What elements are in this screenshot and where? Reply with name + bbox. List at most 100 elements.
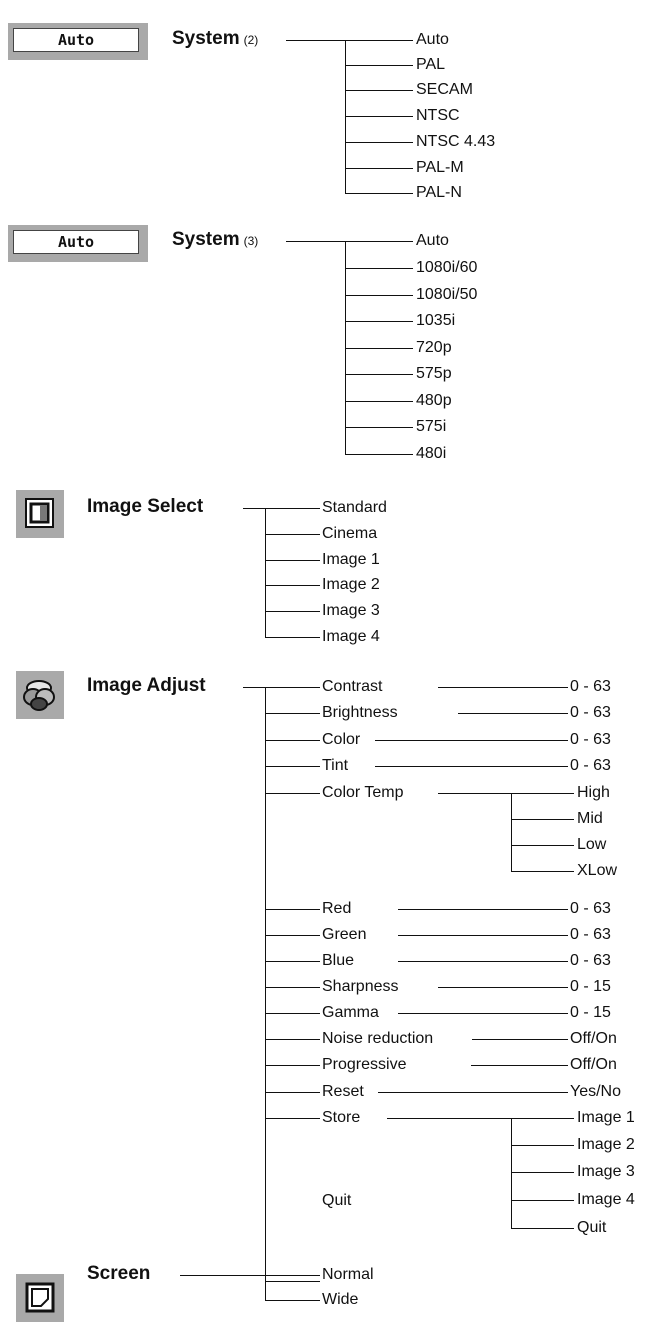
adjust-item-label: Gamma (322, 1004, 379, 1021)
connector (387, 1118, 511, 1119)
connector (265, 766, 320, 767)
store-option: Image 3 (577, 1163, 635, 1180)
connector (345, 401, 413, 402)
adjust-item-label: Color Temp (322, 784, 404, 801)
system3-option: 1080i/60 (416, 259, 478, 276)
color-temp-option: Mid (577, 810, 603, 827)
adjust-item-value: 0 - 63 (570, 952, 611, 969)
screen-option: Normal (322, 1266, 374, 1283)
system3-option: 720p (416, 339, 452, 356)
connector (511, 1118, 574, 1119)
connector (438, 987, 568, 988)
connector (265, 1092, 320, 1093)
connector (345, 241, 346, 454)
system3-option: 575i (416, 418, 447, 435)
image-select-icon-graphic (25, 498, 54, 528)
adjust-item-value: 0 - 63 (570, 704, 611, 721)
system3-option: Auto (416, 232, 449, 249)
system2-option: NTSC (416, 107, 460, 124)
connector (345, 168, 413, 169)
connector (345, 241, 413, 242)
connector (345, 268, 413, 269)
connector (511, 1118, 512, 1228)
connector (345, 427, 413, 428)
system3-title: System(3) (172, 229, 258, 251)
connector (265, 1065, 320, 1066)
connector (265, 611, 320, 612)
screen-option: Wide (322, 1291, 359, 1308)
connector (265, 637, 320, 638)
connector (265, 740, 320, 741)
connector (265, 687, 266, 1281)
image-select-option: Image 2 (322, 576, 380, 593)
system3-option: 575p (416, 365, 452, 382)
image-select-option: Standard (322, 499, 387, 516)
adjust-item-value: Yes/No (570, 1083, 621, 1100)
store-option: Image 4 (577, 1191, 635, 1208)
connector (265, 1300, 320, 1301)
connector (265, 534, 320, 535)
system3-option: 480i (416, 445, 447, 462)
image-select-option: Image 1 (322, 551, 380, 568)
connector (345, 321, 413, 322)
store-option: Quit (577, 1219, 607, 1236)
connector (265, 713, 320, 714)
connector (265, 909, 320, 910)
connector (265, 1275, 266, 1300)
connector (265, 935, 320, 936)
connector (398, 935, 568, 936)
system2-option: Auto (416, 31, 449, 48)
connector (265, 1013, 320, 1014)
connector (375, 740, 568, 741)
system3-auto-badge: Auto (8, 225, 148, 262)
system2-option: NTSC 4.43 (416, 133, 496, 150)
connector (265, 1039, 320, 1040)
connector (345, 142, 413, 143)
system3-option: 1035i (416, 312, 456, 329)
connector (345, 454, 413, 455)
connector (375, 766, 568, 767)
system2-option: SECAM (416, 81, 473, 98)
connector (345, 90, 413, 91)
connector (265, 1118, 320, 1119)
connector (511, 793, 512, 871)
connector (511, 1172, 574, 1173)
store-option: Image 1 (577, 1109, 635, 1126)
image-select-option: Image 3 (322, 602, 380, 619)
image-select-option: Cinema (322, 525, 378, 542)
image-select-title: Image Select (87, 496, 204, 517)
screen-icon (16, 1274, 64, 1322)
connector (458, 713, 568, 714)
connector (511, 1228, 574, 1229)
adjust-item-label: Green (322, 926, 367, 943)
system3-title-text: System (172, 229, 240, 250)
connector (345, 40, 413, 41)
adjust-item-label: Sharpness (322, 978, 399, 995)
system3-option: 1080i/50 (416, 286, 478, 303)
connector (511, 1145, 574, 1146)
connector (265, 961, 320, 962)
connector (511, 871, 574, 872)
connector (345, 116, 413, 117)
connector (472, 1039, 568, 1040)
image-adjust-title: Image Adjust (87, 675, 206, 696)
store-option: Image 2 (577, 1136, 635, 1153)
system2-title-text: System (172, 28, 240, 49)
system3-badge-label: Auto (13, 230, 139, 254)
connector (265, 987, 320, 988)
connector (511, 819, 574, 820)
adjust-item-value: 0 - 63 (570, 678, 611, 695)
connector (180, 1275, 265, 1276)
connector (265, 508, 320, 509)
adjust-item-value: Off/On (570, 1056, 617, 1073)
connector (438, 793, 511, 794)
adjust-item-value: 0 - 63 (570, 900, 611, 917)
adjust-item-value: 0 - 63 (570, 731, 611, 748)
color-temp-option: XLow (577, 862, 618, 879)
adjust-item-value: 0 - 63 (570, 926, 611, 943)
adjust-item-label: Progressive (322, 1056, 407, 1073)
adjust-item-label: Reset (322, 1083, 364, 1100)
adjust-item-label: Quit (322, 1192, 352, 1209)
connector (265, 508, 266, 637)
adjust-item-value: 0 - 15 (570, 1004, 611, 1021)
